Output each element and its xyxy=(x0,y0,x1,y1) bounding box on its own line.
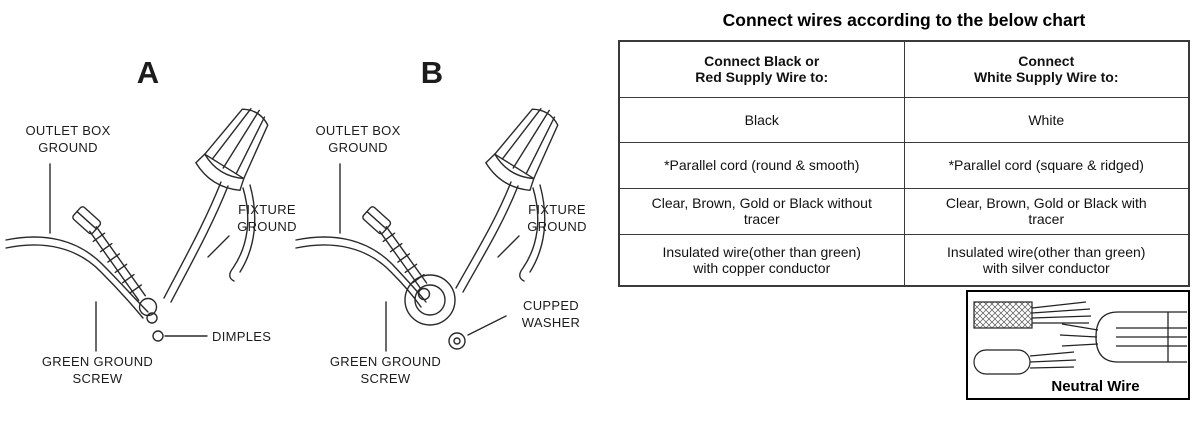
table-header-row: Connect Black or Red Supply Wire to: Con… xyxy=(618,40,1190,98)
chart-title: Connect wires according to the below cha… xyxy=(722,10,1086,30)
fixture-ground-wire-a xyxy=(229,184,256,282)
outlet-cable-b xyxy=(295,236,427,308)
label-dimples-a: DIMPLES xyxy=(212,329,272,344)
diagram-b-drawing xyxy=(295,107,559,352)
neutral-wire-label: Neutral Wire xyxy=(1051,378,1140,395)
smooth-wire-icon xyxy=(973,349,1077,375)
table-row: *Parallel cord (round & smooth) *Paralle… xyxy=(618,141,1190,189)
wire-connection-table: Connect Black or Red Supply Wire to: Con… xyxy=(618,40,1190,287)
table-cell: *Parallel cord (round & smooth) xyxy=(618,141,905,189)
wiring-illustration xyxy=(5,107,559,352)
leader-fixture-b xyxy=(497,235,520,258)
header-black-red-supply: Connect Black or Red Supply Wire to: xyxy=(618,40,905,98)
label-outlet-box-ground-a: OUTLET BOX GROUND xyxy=(25,123,111,155)
diagram-a-letter: A xyxy=(136,55,160,90)
fixture-ground-wire-b xyxy=(519,184,546,282)
label-fixture-ground-a: FIXTURE GROUND xyxy=(237,202,297,234)
dimples-a xyxy=(146,312,164,342)
label-green-ground-screw-a: GREEN GROUND SCREW xyxy=(41,354,154,386)
table-cell: White xyxy=(903,96,1190,143)
leader-washer-b xyxy=(467,315,507,336)
table-cell: Black xyxy=(618,96,905,143)
label-green-ground-screw-b: GREEN GROUND SCREW xyxy=(329,354,442,386)
ground-screw-a xyxy=(72,206,158,317)
ground-screw-b xyxy=(362,206,428,289)
table-cell: Clear, Brown, Gold or Black without trac… xyxy=(618,187,905,235)
table-cell: Clear, Brown, Gold or Black with tracer xyxy=(903,187,1190,235)
cupped-washer-b xyxy=(404,274,466,350)
table-cell: Insulated wire(other than green) with si… xyxy=(903,233,1190,287)
neutral-wire-illustration xyxy=(973,301,1187,375)
wire-nut-a xyxy=(194,107,269,192)
table-cell: Insulated wire(other than green) with co… xyxy=(618,233,905,287)
table-row: Clear, Brown, Gold or Black without trac… xyxy=(618,187,1190,235)
label-cupped-washer-b: CUPPED WASHER xyxy=(521,298,581,330)
diagram-a-drawing xyxy=(5,107,269,352)
neutral-wire-icon xyxy=(1059,311,1187,363)
neutral-wire-box: Neutral Wire xyxy=(966,290,1190,400)
wire-nut-b xyxy=(484,107,559,192)
outlet-cable-a xyxy=(5,236,149,319)
diagram-b-letter: B xyxy=(420,55,444,90)
ground-wire-b xyxy=(455,181,519,293)
hatched-wire-icon xyxy=(973,301,1092,329)
ground-wire-a xyxy=(163,181,229,303)
table-cell: *Parallel cord (square & ridged) xyxy=(903,141,1190,189)
leader-fixture-a xyxy=(207,235,230,258)
header-white-supply: Connect White Supply Wire to: xyxy=(903,40,1190,98)
table-row: Insulated wire(other than green) with co… xyxy=(618,233,1190,287)
table-row: Black White xyxy=(618,96,1190,143)
label-fixture-ground-b: FIXTURE GROUND xyxy=(527,202,587,234)
label-outlet-box-ground-b: OUTLET BOX GROUND xyxy=(315,123,401,155)
